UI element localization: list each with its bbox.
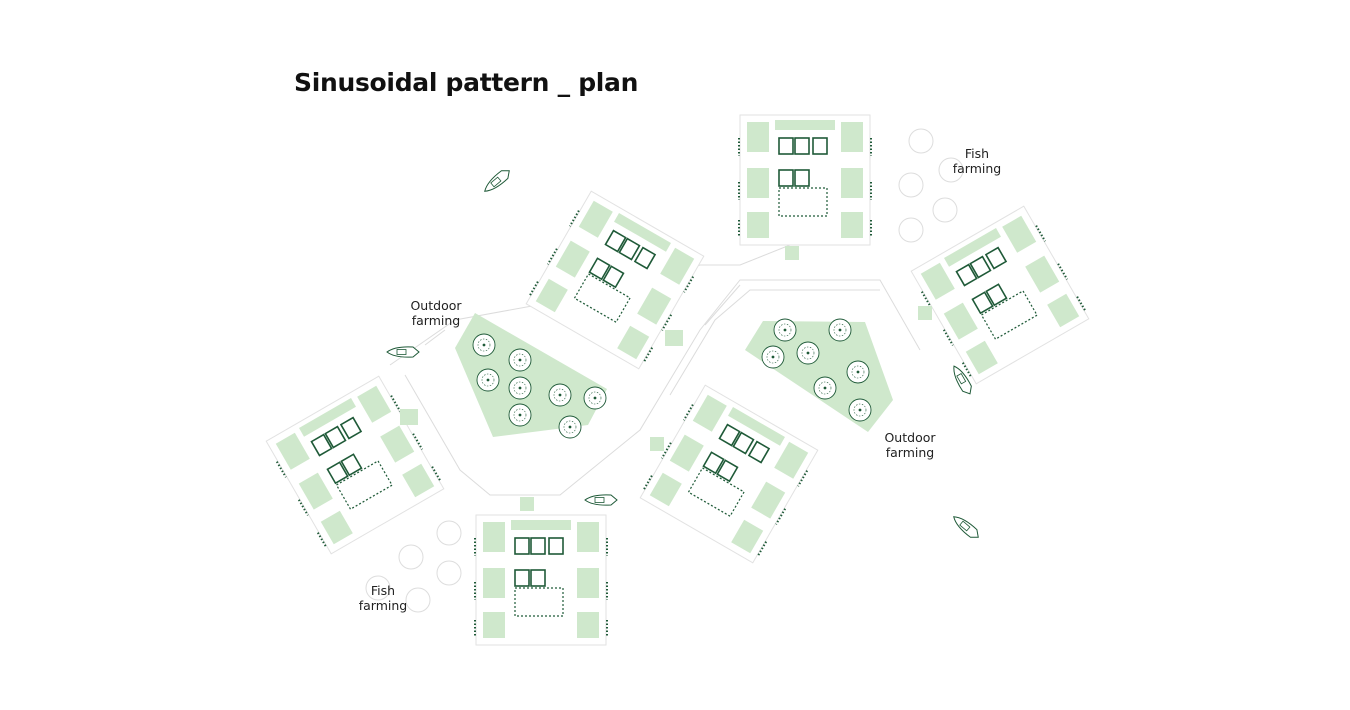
tree-icon [508,348,532,372]
housing-cluster-lower-right [638,383,820,565]
tree-icon [773,318,797,342]
fish-farming-top-label: Fish farming [944,146,1010,176]
tree-icon [583,386,607,410]
fish-pond-icon [405,587,431,613]
label-line: Outdoor [884,430,936,445]
fish-pond-icon [436,520,462,546]
label-line: farming [952,161,1002,176]
outdoor-farming-right-area [745,318,893,432]
tree-icon [558,415,582,439]
tree-icon [761,345,785,369]
fish-pond-icon [932,197,958,223]
label-line: farming [885,445,935,460]
outdoor-farming-left-area [455,313,607,439]
tree-icon [848,398,872,422]
page-title: Sinusoidal pattern _ plan [294,68,639,97]
fish-pond-icon [365,575,391,601]
label-line: farming [358,598,408,613]
fish-pond-icon [938,157,964,183]
housing-cluster-top [738,114,872,246]
fish-pond-icon [898,217,924,243]
fish-farming-top-ponds [898,128,964,243]
outdoor-farming-right-label: Outdoor farming [876,430,944,460]
housing-cluster-lower-left [264,374,446,556]
fish-pond-icon [436,560,462,586]
outdoor-farming-left-label: Outdoor farming [402,298,470,328]
boat-icon [480,166,514,196]
housing-cluster-bottom [474,514,608,646]
boat-icon [584,494,618,506]
tree-icon [846,360,870,384]
label-line: Outdoor [410,298,462,313]
tree-icon [508,403,532,427]
fish-farming-bottom-ponds [365,520,462,613]
tree-icon [796,341,820,365]
fish-pond-icon [898,172,924,198]
tree-icon [508,376,532,400]
label-line: farming [411,313,461,328]
tree-icon [476,368,500,392]
fish-farming-bottom-label: Fish farming [350,583,416,613]
tree-icon [472,333,496,357]
label-line: Fish [964,146,990,161]
tree-icon [548,383,572,407]
tree-icon [828,318,852,342]
housing-cluster-upper-right [909,204,1091,386]
tree-icon [813,376,837,400]
fish-pond-icon [908,128,934,154]
label-line: Fish [370,583,396,598]
fish-pond-icon [398,544,424,570]
boat-icon [949,512,983,542]
boat-icon [386,346,420,358]
